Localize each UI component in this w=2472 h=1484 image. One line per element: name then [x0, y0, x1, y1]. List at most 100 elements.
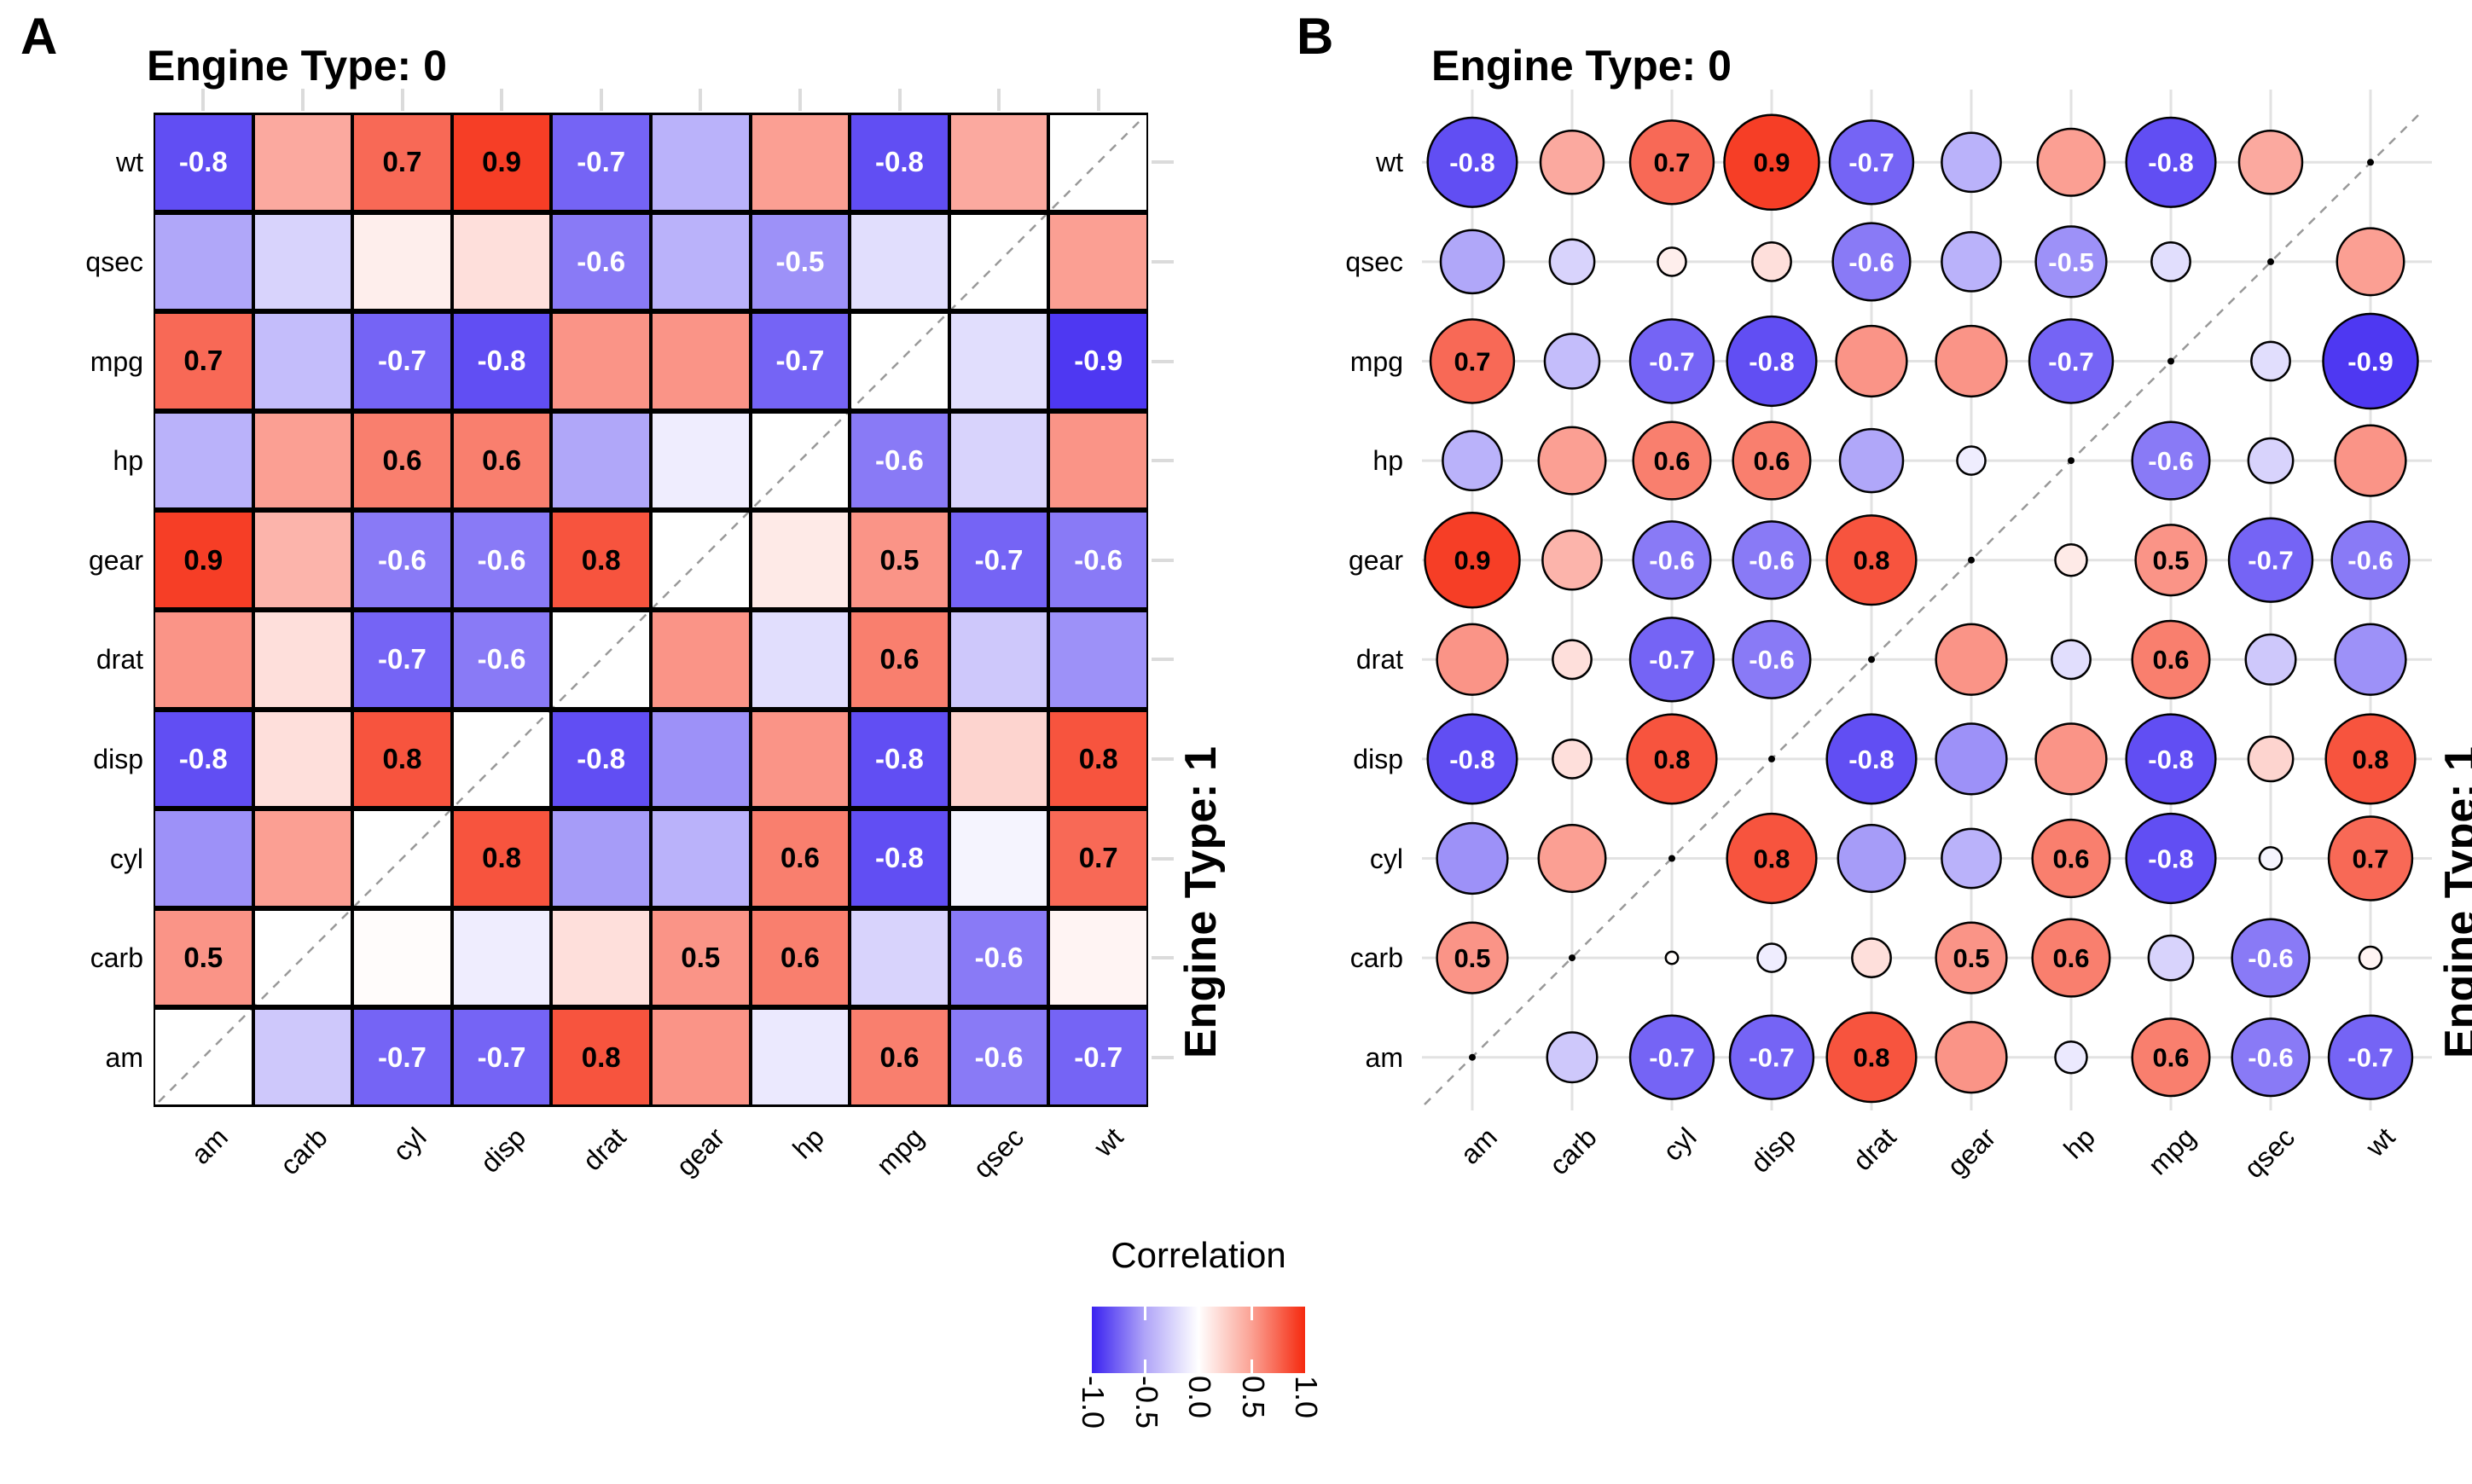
- panel-a-row-label-carb: carb: [90, 942, 143, 974]
- panel-a-col-label-drat: drat: [576, 1122, 632, 1177]
- corr-circle-value: -0.8: [1449, 148, 1494, 177]
- corr-tile-mpg-cyl: -0.7: [352, 311, 452, 411]
- panel-a-title: Engine Type: 0: [147, 42, 447, 90]
- panel-b-row-label-cyl: cyl: [1369, 843, 1403, 874]
- panel-b-row-label-am: am: [1365, 1041, 1403, 1073]
- corr-tile-gear-drat: 0.8: [551, 510, 651, 610]
- corr-circle-am-cyl: [1628, 1014, 1715, 1100]
- corr-tile-disp-gear: [651, 709, 751, 809]
- corr-circle-gear-qsec: [2227, 517, 2314, 603]
- corr-circle-value: -0.6: [1649, 546, 1694, 576]
- panel-b-right-facet-label: Engine Type: 1: [2436, 746, 2472, 1058]
- corr-circle-cyl-carb: [1537, 824, 1607, 893]
- panel-a-row-label-am: am: [105, 1041, 143, 1073]
- panel-a-row-label-hp: hp: [113, 445, 143, 477]
- corr-circle-disp-cyl: [1626, 713, 1718, 805]
- corr-circle-value: 0.7: [2352, 843, 2388, 873]
- corr-tile-wt-cyl: 0.7: [352, 113, 452, 212]
- corr-circle-value: -0.8: [2148, 148, 2193, 177]
- corr-circle-gear-disp: [1732, 520, 1812, 600]
- corr-circle-value: -0.8: [1848, 745, 1894, 774]
- corr-tile-gear-qsec: -0.7: [949, 510, 1049, 610]
- corr-circle-disp-hp: [2034, 722, 2108, 796]
- corr-circle-value: 0.5: [2152, 546, 2189, 576]
- panel-b-row-label-qsec: qsec: [1345, 246, 1403, 277]
- panel-a-right-facet-label: Engine Type: 1: [1176, 746, 1226, 1058]
- corr-tile-disp-hp: [750, 709, 850, 809]
- corr-tile-drat-drat: [551, 610, 651, 710]
- corr-tile-disp-cyl: 0.8: [352, 709, 452, 809]
- corr-tile-qsec-gear: [651, 212, 751, 312]
- corr-tile-mpg-qsec: [949, 311, 1049, 411]
- corr-tile-wt-carb: [252, 113, 353, 212]
- corr-tile-drat-carb: [252, 610, 353, 710]
- corr-tile-carb-wt: [1048, 907, 1148, 1008]
- corr-circle-qsec-drat: [1831, 222, 1912, 302]
- corr-circle-qsec-mpg: [2150, 241, 2191, 282]
- corr-circle-hp-qsec: [2247, 437, 2295, 484]
- corr-circle-cyl-wt: [2327, 815, 2414, 901]
- corr-circle-mpg-wt: [2322, 312, 2419, 410]
- corr-tile-cyl-wt: 0.7: [1048, 809, 1148, 908]
- corr-tile-carb-hp: 0.6: [750, 907, 850, 1008]
- corr-tile-am-hp: [750, 1007, 850, 1107]
- panel-b-diagonal-dot: [1968, 556, 1975, 564]
- corr-tile-drat-cyl: -0.7: [352, 610, 452, 710]
- panel-a-right-tick: [1152, 259, 1174, 264]
- corr-circle-hp-cyl: [1632, 420, 1712, 501]
- corr-tile-qsec-am: [154, 212, 253, 312]
- panel-b-diagonal-dot: [1868, 656, 1875, 664]
- corr-circle-value: 0.5: [1953, 943, 1989, 973]
- panel-b-row-label-carb: carb: [1349, 942, 1403, 974]
- corr-circle-value: -0.5: [2048, 247, 2093, 277]
- corr-circle-hp-carb: [1537, 426, 1607, 496]
- panel-a-top-tick: [897, 89, 902, 111]
- corr-circle-cyl-disp: [1726, 812, 1818, 905]
- panel-b-diagonal-dot: [1768, 755, 1775, 762]
- corr-circle-wt-mpg: [2125, 116, 2217, 208]
- corr-tile-carb-cyl: [352, 907, 452, 1008]
- panel-a-col-label-cyl: cyl: [386, 1122, 432, 1168]
- panel-b-col-label-cyl: cyl: [1657, 1122, 1703, 1168]
- corr-circle-gear-wt: [2330, 520, 2411, 600]
- corr-tile-wt-disp: 0.9: [451, 113, 552, 212]
- corr-circle-drat-am: [1436, 623, 1509, 696]
- corr-circle-disp-wt: [2324, 713, 2417, 805]
- corr-circle-cyl-mpg: [2125, 812, 2217, 905]
- panel-b-col-label-carb: carb: [1542, 1122, 1603, 1181]
- panel-a-top-tick: [699, 89, 703, 111]
- corr-tile-wt-hp: [750, 113, 850, 212]
- panel-b-diagonal-dot: [1668, 855, 1675, 862]
- corr-tile-wt-am: -0.8: [154, 113, 253, 212]
- corr-circle-drat-gear: [1935, 623, 2008, 696]
- corr-tile-hp-drat: [551, 410, 651, 511]
- corr-tile-carb-am: 0.5: [154, 907, 253, 1008]
- corr-circle-carb-am: [1436, 921, 1509, 994]
- corr-circle-value: -0.7: [1848, 148, 1894, 177]
- corr-circle-drat-carb: [1552, 639, 1593, 681]
- corr-circle-qsec-gear: [1941, 231, 2002, 293]
- corr-circle-mpg-qsec: [2250, 340, 2291, 382]
- corr-circle-hp-disp: [1732, 420, 1812, 501]
- panel-a-right-tick: [1152, 1055, 1174, 1059]
- corr-circle-hp-wt: [2334, 424, 2407, 497]
- panel-a-row-label-cyl: cyl: [109, 843, 143, 874]
- corr-tile-hp-qsec: [949, 410, 1049, 511]
- corr-circle-mpg-drat: [1835, 324, 1908, 398]
- corr-circle-hp-gear: [1956, 445, 1987, 476]
- corr-circle-value: -0.6: [1848, 247, 1894, 277]
- corr-tile-qsec-cyl: [352, 212, 452, 312]
- corr-tile-cyl-hp: 0.6: [750, 809, 850, 908]
- panel-b-diagonal-line: [1424, 114, 2419, 1105]
- panel-a-col-label-disp: disp: [474, 1122, 532, 1179]
- corr-tile-gear-wt: -0.6: [1048, 510, 1148, 610]
- panel-a-row-label-wt: wt: [116, 147, 143, 178]
- corr-circle-wt-disp: [1723, 113, 1820, 212]
- panel-b-col-label-qsec: qsec: [2238, 1122, 2301, 1185]
- corr-tile-gear-am: 0.9: [154, 510, 253, 610]
- panel-b-col-label-hp: hp: [2057, 1122, 2102, 1165]
- legend-bar-tick: [1198, 1307, 1200, 1320]
- panel-a-col-label-hp: hp: [786, 1122, 831, 1165]
- legend-bar-tick: [1251, 1307, 1253, 1320]
